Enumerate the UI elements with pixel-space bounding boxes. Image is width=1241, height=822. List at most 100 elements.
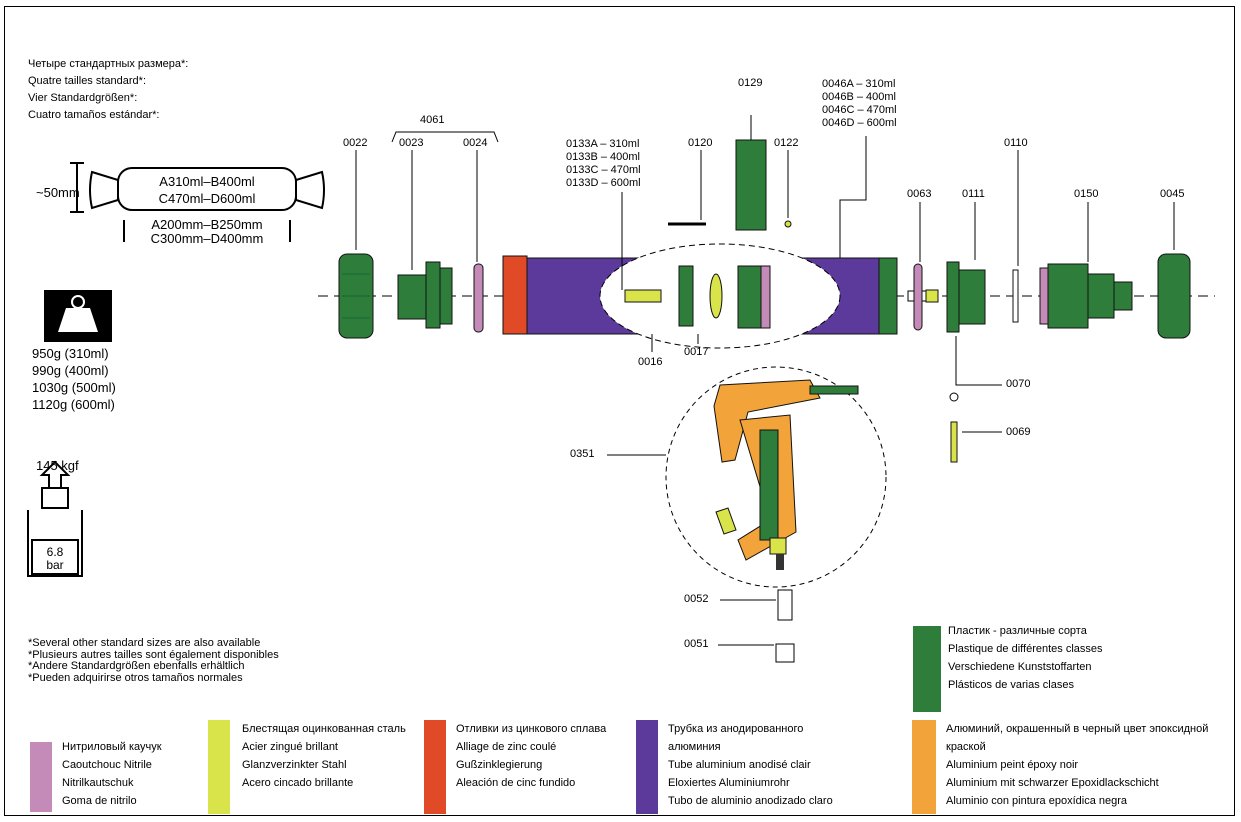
label-0129: 0129 [738,77,763,89]
part-0069-pin [950,421,958,463]
label-0120: 0120 [688,137,713,149]
part-0052-screw [777,589,793,621]
part-0070-clip [949,392,959,402]
weight-400: 990g (400ml) [32,363,109,378]
weight-icon [44,290,112,342]
label-0069: 0069 [1006,426,1031,438]
part-0051-nut [775,643,795,663]
label-0133d: 0133D – 600ml [566,177,641,189]
legend-yellow: Блестящая оцинкованная сталь Acier zingu… [242,720,417,792]
label-0022: 0022 [343,137,368,149]
dim-height-label: ~50mm [36,185,80,200]
legend-pink-ru: Нитриловый каучук [62,741,162,753]
legend-purple-ru: Трубка из анодированного алюминия [668,723,804,753]
label-0046: 0046A – 310ml 0046B – 400ml 0046C – 470m… [822,78,897,130]
part-0150-nozzle [1039,263,1133,329]
legend-red-ru: Отливки из цинкового сплава [456,723,607,735]
weights-list: 950g (310ml) 990g (400ml) 1030g (500ml) … [32,345,116,413]
legend-orange-es: Aluminio con pintura epoxídica negra [946,795,1128,807]
legend-orange-ru: Алюминий, окрашенный в черный цвет эпокс… [946,723,1209,753]
label-0016: 0016 [638,356,663,368]
label-0017: 0017 [684,346,709,358]
legend-orange-fr: Aluminium peint époxy noir [946,759,1079,771]
tube-thread-red [502,255,528,335]
part-0122-washer [784,220,792,228]
length-line-1: A200mm–B250mm [151,217,262,232]
legend-yellow-ru: Блестящая оцинкованная сталь [242,723,406,735]
legend-purple-fr: Tube aluminium anodisé clair [668,759,811,771]
part-0111-collar [946,261,986,333]
part-0129-clip [735,139,767,231]
legend-purple-de: Eloxiertes Aluminiumrohr [668,777,790,789]
pressure-unit: bar [46,558,63,572]
intro-line-ru: Четыре стандартных размера*: [28,58,189,70]
legend-swatch-pink [30,742,52,812]
legend-orange: Алюминий, окрашенный в черный цвет эпокс… [946,720,1226,810]
footnote-en: *Several other standard sizes are also a… [28,637,261,649]
part-0023-nozzle [397,261,453,329]
label-0133b: 0133B – 400ml [566,151,640,163]
legend-green-es: Plásticos de varias clases [948,679,1074,691]
pressure-value: 6.8 [47,545,64,559]
label-0133c: 0133C – 470ml [566,164,641,176]
label-0046b: 0046B – 400ml [822,91,896,103]
intro-text: Четыре стандартных размера*: Quatre tail… [28,56,188,124]
label-0046d: 0046D – 600ml [822,117,897,129]
label-0063: 0063 [907,188,932,200]
legend-swatch-purple [636,720,658,814]
legend-red-de: Gußzinklegierung [456,759,543,771]
legend-red: Отливки из цинкового сплава Alliage de z… [456,720,621,792]
legend-green-ru: Пластик - различные сорта [948,625,1087,637]
label-0051: 0051 [684,638,709,650]
legend-yellow-es: Acero cincado brillante [242,777,354,789]
footnotes: *Several other standard sizes are also a… [28,637,279,684]
label-4061: 4061 [420,114,445,126]
force-cylinder-icon [27,460,83,577]
label-0351: 0351 [570,448,595,460]
force-label: 145 kgf [36,458,79,473]
label-0133: 0133A – 310ml 0133B – 400ml 0133C – 470m… [566,138,641,190]
diagram-frame [4,6,1235,816]
label-0150: 0150 [1074,188,1099,200]
legend-red-fr: Alliage de zinc coulé [456,741,557,753]
legend-purple-es: Tubo de aluminio anodizado claro [668,795,833,807]
footnote-fr: *Plusieurs autres tailles sont également… [28,648,279,661]
length-line-2: C300mm–D400mm [151,231,264,246]
tube-end-green [878,257,898,335]
volume-line-2: C470ml–D600ml [159,191,256,206]
label-0046a: 0046A – 310ml [822,78,896,90]
legend-pink-fr: Caoutchouc Nitrile [62,759,152,771]
label-0024: 0024 [463,137,488,149]
legend-pink-es: Goma de nitrilo [62,795,137,807]
footnote-de: *Andere Standardgrößen ebenfalls erhältl… [28,660,245,672]
label-0133a: 0133A – 310ml [566,138,640,150]
legend-green: Пластик - различные сорта Plastique de d… [948,622,1148,694]
legend-yellow-de: Glanzverzinkter Stahl [242,759,347,771]
sausage-size-icon [70,162,325,242]
intro-line-de: Vier Standardgrößen*: [28,92,138,104]
part-0351-handle [713,379,859,570]
label-0052: 0052 [684,593,709,605]
legend-swatch-red [424,720,446,814]
part-0133-plunger [624,265,771,329]
volume-line-1: A310ml–B400ml [159,174,254,189]
legend-purple: Трубка из анодированного алюминия Tube a… [668,720,848,810]
label-0110: 0110 [1004,137,1028,149]
intro-line-fr: Quatre tailles standard*: [28,75,147,87]
part-0063-seal [913,263,923,331]
label-0045: 0045 [1160,188,1185,200]
part-0045-cap [1157,253,1191,339]
legend-orange-de: Aluminium mit schwarzer Epoxidlackschich… [946,777,1159,789]
label-0122: 0122 [774,137,799,149]
legend-swatch-green [913,626,941,712]
legend-swatch-yellow [208,720,230,814]
legend-swatch-orange [912,720,936,814]
part-0024-seal [473,263,484,333]
legend-red-es: Aleación de cinc fundido [456,777,576,789]
footnote-es: *Pueden adquirirse otros tamaños normale… [28,671,243,684]
legend-green-fr: Plastique de différentes classes [948,643,1103,655]
legend-yellow-fr: Acier zingué brillant [242,741,338,753]
label-0070: 0070 [1006,378,1031,390]
intro-line-es: Cuatro tamaños estándar*: [28,109,160,121]
